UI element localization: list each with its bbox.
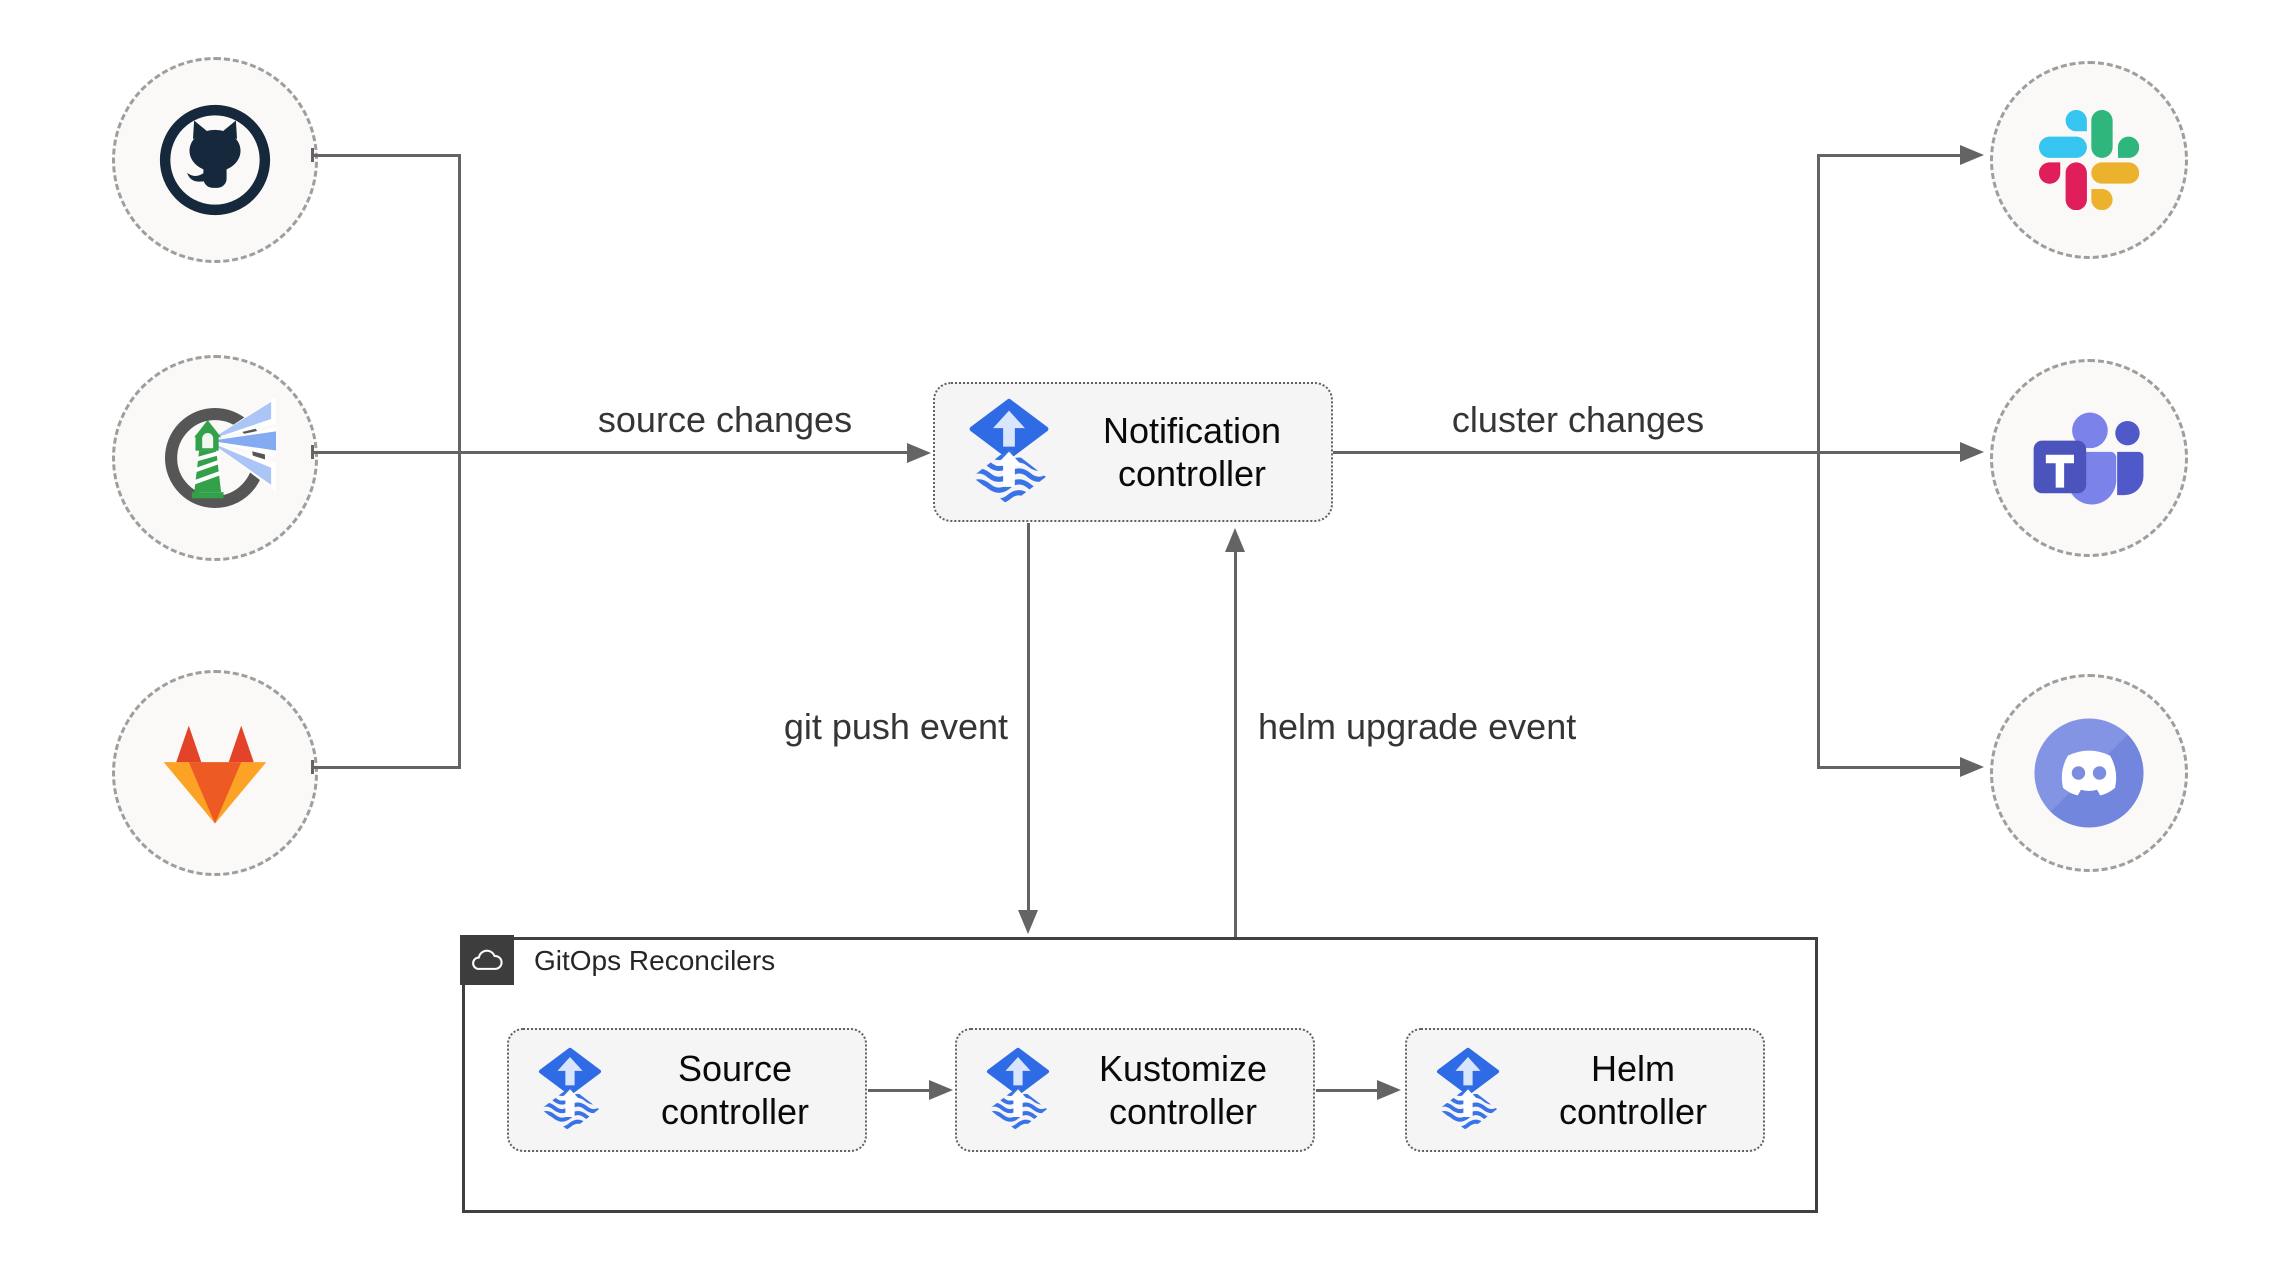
source-to-kustomize-arrowhead — [929, 1080, 953, 1100]
slack-branch-line — [1817, 154, 1960, 157]
kustomize-to-helm-line — [1316, 1089, 1377, 1092]
github-stub-line — [312, 154, 459, 157]
discord-arrowhead — [1960, 757, 1984, 777]
source-controller-node: Source controller — [507, 1028, 867, 1152]
notification-controller-label: Notification controller — [1102, 409, 1282, 494]
flux-icon — [1436, 1047, 1500, 1131]
discord-icon — [2034, 718, 2144, 828]
notifier-node-slack — [1990, 61, 2188, 259]
right-junction-line — [1817, 155, 1820, 769]
teams-arrowhead — [1960, 442, 1984, 462]
helm-controller-label: Helm controller — [1558, 1047, 1708, 1132]
flux-icon — [986, 1047, 1050, 1131]
source-changes-line — [312, 451, 907, 454]
git-push-arrowhead — [1018, 910, 1038, 934]
helm-controller-node: Helm controller — [1405, 1028, 1765, 1152]
flux-icon — [538, 1047, 602, 1131]
left-junction-line — [458, 154, 461, 769]
notification-controller-node: Notification controller — [933, 382, 1333, 522]
source-changes-arrowhead — [907, 443, 931, 463]
helm-upgrade-event-line — [1234, 551, 1237, 937]
source-to-kustomize-line — [868, 1089, 929, 1092]
discord-branch-line — [1817, 766, 1960, 769]
flux-icon — [969, 398, 1049, 504]
source-controller-label: Source controller — [660, 1047, 810, 1132]
notifier-node-teams — [1990, 359, 2188, 557]
gitlab-stub-line — [312, 766, 459, 769]
edge-label-git-push-event: git push event — [783, 706, 1008, 747]
slack-icon — [2039, 110, 2139, 210]
helm-upgrade-arrowhead — [1225, 528, 1245, 552]
source-node-github — [112, 57, 318, 263]
slack-arrowhead — [1960, 145, 1984, 165]
edge-label-source-changes: source changes — [597, 399, 853, 440]
kustomize-to-helm-arrowhead — [1377, 1080, 1401, 1100]
cluster-changes-line — [1333, 451, 1960, 454]
harbor-icon — [164, 397, 276, 509]
gitlab-icon — [163, 725, 267, 824]
gitops-reconcilers-badge — [460, 935, 514, 985]
source-node-harbor — [112, 355, 318, 561]
git-push-event-line — [1027, 523, 1030, 911]
edge-label-cluster-changes: cluster changes — [1451, 399, 1705, 440]
kustomize-controller-node: Kustomize controller — [955, 1028, 1315, 1152]
source-node-gitlab — [112, 670, 318, 876]
teams-icon — [2033, 412, 2144, 504]
edge-label-helm-upgrade-event: helm upgrade event — [1258, 706, 1577, 747]
github-icon — [159, 104, 271, 216]
cloud-icon — [472, 949, 503, 970]
notifier-node-discord — [1990, 674, 2188, 872]
kustomize-controller-label: Kustomize controller — [1098, 1047, 1268, 1132]
gitops-reconcilers-title: GitOps Reconcilers — [534, 945, 776, 976]
